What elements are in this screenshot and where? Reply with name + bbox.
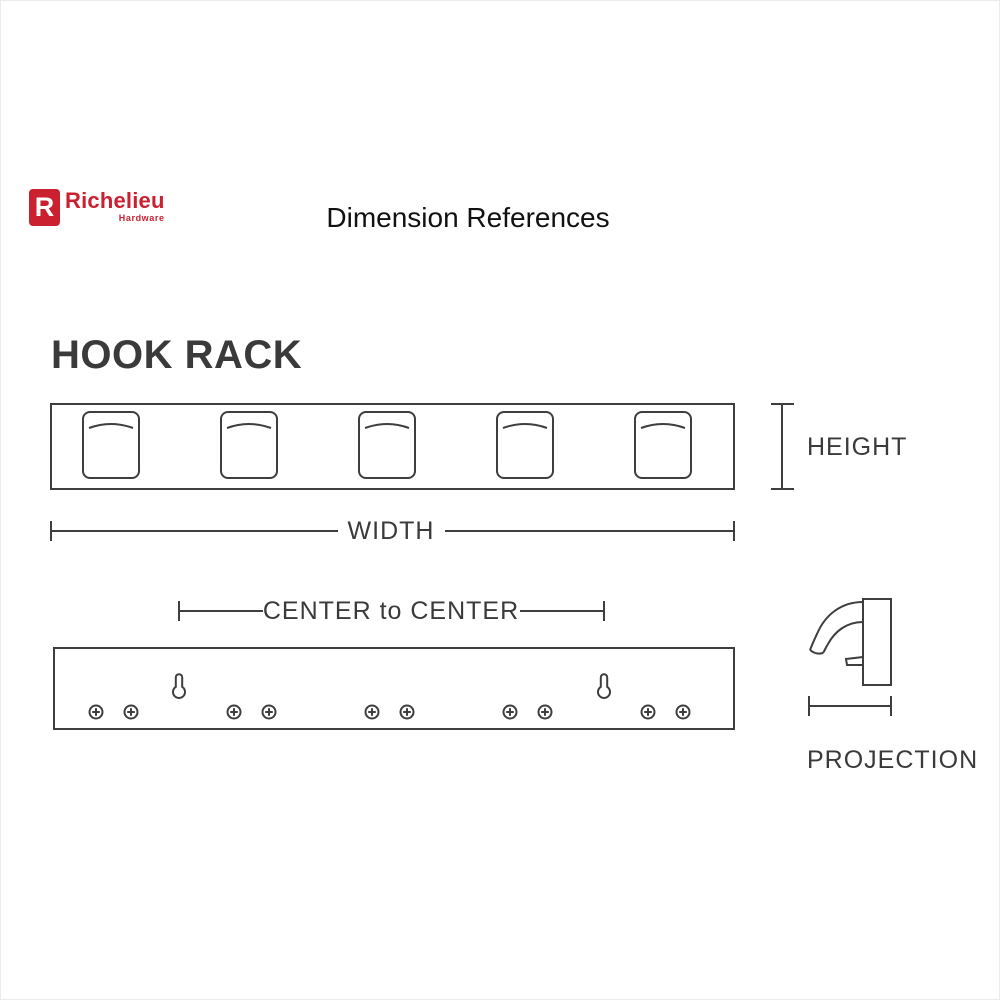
screw-icon <box>502 704 518 720</box>
side-view-hook <box>809 598 892 686</box>
screw-icon <box>537 704 553 720</box>
screw-head <box>537 704 553 720</box>
back-view <box>53 647 735 730</box>
screw-head <box>88 704 104 720</box>
page-title: Dimension References <box>326 202 610 233</box>
screw-head <box>364 704 380 720</box>
screw-head <box>261 704 277 720</box>
screw-head <box>502 704 518 720</box>
width-dimension <box>50 521 735 541</box>
screw-icon <box>640 704 656 720</box>
height-dimension <box>771 403 794 490</box>
screw-icon <box>675 704 691 720</box>
hook-side-outer-curve <box>809 601 864 651</box>
richelieu-logo-icon: R <box>29 189 60 226</box>
brand-text: Richelieu Hardware <box>65 189 165 223</box>
height-label: HEIGHT <box>807 433 907 461</box>
hooks <box>82 411 692 479</box>
screw-icon <box>261 704 277 720</box>
keyhole-slot-icon <box>597 673 611 699</box>
hook-side-inner-curve <box>822 621 864 654</box>
hook-front-face <box>496 411 554 479</box>
brand-logo: R Richelieu Hardware <box>29 189 165 226</box>
hook-side-base <box>844 656 864 666</box>
keyhole-slot-icon <box>172 673 186 699</box>
screw-icon <box>226 704 242 720</box>
screw-head <box>640 704 656 720</box>
hook-cap-line <box>640 423 686 429</box>
hook-cap-line <box>88 423 134 429</box>
hook-front-face <box>358 411 416 479</box>
screw-head <box>399 704 415 720</box>
screw-icon <box>123 704 139 720</box>
rack-back-outline <box>53 647 735 730</box>
hook-front-face <box>634 411 692 479</box>
screw-icon <box>88 704 104 720</box>
hook-cap-line <box>364 423 410 429</box>
front-view <box>50 403 735 490</box>
dimension-diagram: HEIGHT WIDTH CENTER to CENTER <box>50 403 978 774</box>
hook-side-tip <box>809 649 824 655</box>
screw-icon <box>364 704 380 720</box>
brand-name: Richelieu <box>65 188 165 213</box>
projection-label: PROJECTION <box>807 746 978 774</box>
brand-tagline: Hardware <box>118 213 165 224</box>
hook-front-face <box>220 411 278 479</box>
screws <box>88 704 691 720</box>
hook-cap-line <box>226 423 272 429</box>
logo-letter: R <box>34 192 55 222</box>
rack-front-outline <box>50 403 735 490</box>
product-heading: HOOK RACK <box>51 333 303 377</box>
hook-front-face <box>82 411 140 479</box>
screw-icon <box>399 704 415 720</box>
screw-head <box>226 704 242 720</box>
center-to-center-label: CENTER to CENTER <box>263 597 519 625</box>
keyholes <box>172 673 611 699</box>
center-to-center-dimension <box>178 601 605 621</box>
projection-dimension <box>808 696 892 716</box>
hook-side-plate <box>862 598 892 686</box>
width-label: WIDTH <box>348 517 435 545</box>
screw-head <box>675 704 691 720</box>
hook-cap-line <box>502 423 548 429</box>
screw-head <box>123 704 139 720</box>
